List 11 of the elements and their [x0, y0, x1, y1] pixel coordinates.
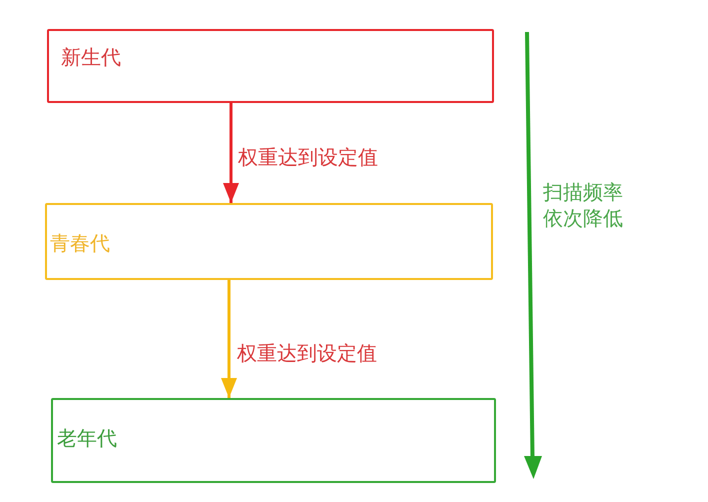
- direction-label: 扫描频率依次降低: [543, 179, 624, 231]
- stage-label: 老年代: [57, 426, 117, 450]
- arrow: [223, 103, 239, 203]
- arrow: [221, 280, 237, 398]
- stage-label: 新生代: [61, 45, 121, 69]
- process-box: [45, 203, 493, 280]
- process-box: [51, 398, 496, 483]
- edge-label: 权重达到设定值: [237, 341, 377, 365]
- stage-label: 青春代: [50, 231, 110, 255]
- edge-label: 权重达到设定值: [238, 145, 378, 169]
- process-box: [47, 29, 494, 103]
